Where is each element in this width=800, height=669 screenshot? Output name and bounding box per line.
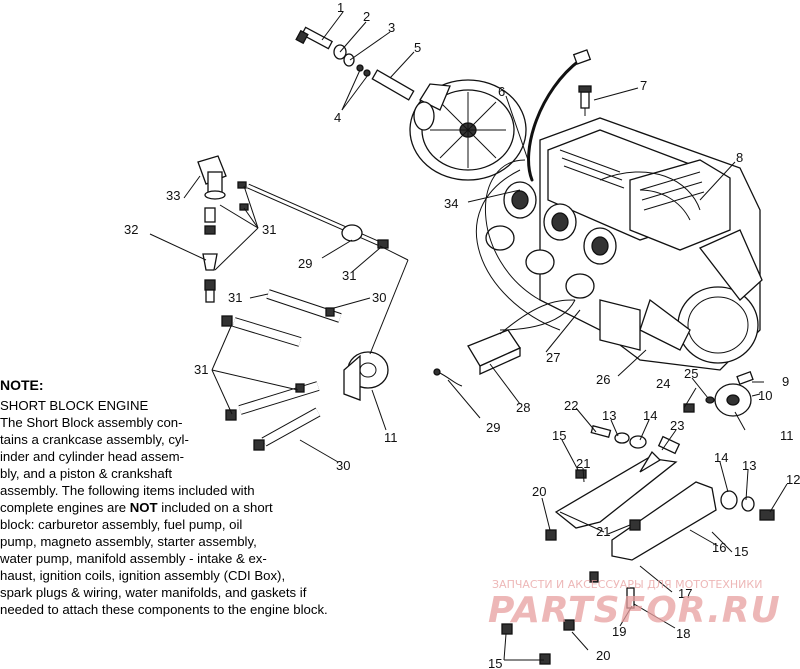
callout-24: 24 (656, 376, 670, 391)
callout-20-top: 20 (532, 484, 546, 499)
watermark-caption: ЗАПЧАСТИ И АКСЕССУАРЫ ДЛЯ МОТОТЕХНИКИ (492, 578, 762, 591)
callout-17: 17 (678, 586, 692, 601)
callout-15-top: 15 (552, 428, 566, 443)
note-line-7-tail: included on a short (158, 500, 273, 515)
engine-mount-brackets (501, 424, 775, 665)
callout-14-left: 14 (643, 408, 657, 423)
callout-20-bottom: 20 (596, 648, 610, 663)
callout-13-right: 13 (742, 458, 756, 473)
callout-14-right: 14 (714, 450, 728, 465)
carburetors (485, 181, 617, 299)
callout-2: 2 (363, 9, 370, 24)
callout-19: 19 (612, 624, 626, 639)
callout-33: 33 (166, 188, 180, 203)
note-line-8: block: carburetor assembly, fuel pump, o… (0, 517, 242, 532)
callout-13-left: 13 (602, 408, 616, 423)
note-line-6: assembly. The following items included w… (0, 483, 255, 498)
callout-31-b: 31 (342, 268, 356, 283)
fuel-pump-and-fittings (197, 155, 249, 303)
callout-28: 28 (516, 400, 530, 415)
callout-4: 4 (334, 110, 341, 125)
callout-31-a: 31 (262, 222, 276, 237)
cdi-box (467, 299, 576, 376)
water-pump-housing (343, 351, 389, 401)
note-line-13: needed to attach these components to the… (0, 602, 328, 617)
callout-9: 9 (782, 374, 789, 389)
callout-21-bottom: 21 (596, 524, 610, 539)
engine-block (539, 117, 763, 371)
hoses-and-wires (476, 49, 701, 331)
callout-30-top: 30 (372, 290, 386, 305)
note-line-7: complete engines are NOT included on a s… (0, 500, 273, 515)
callout-25: 25 (684, 366, 698, 381)
callout-27: 27 (546, 350, 560, 365)
callout-21-top: 21 (576, 456, 590, 471)
callout-3: 3 (388, 20, 395, 35)
spark-plug (578, 85, 592, 116)
callout-18: 18 (676, 626, 690, 641)
callout-22: 22 (564, 398, 578, 413)
callout-34: 34 (444, 196, 458, 211)
note-title: NOTE: (0, 377, 44, 393)
callout-10: 10 (758, 388, 772, 403)
ground-wire (433, 368, 463, 387)
callout-7: 7 (640, 78, 647, 93)
callout-11-right: 11 (780, 428, 794, 443)
water-pump-shaft (246, 183, 389, 249)
callout-32: 32 (124, 222, 138, 237)
callout-12: 12 (786, 472, 800, 487)
note-line-1: SHORT BLOCK ENGINE (0, 398, 148, 413)
callout-6: 6 (498, 84, 505, 99)
note-line-2: The Short Block assembly con- (0, 415, 183, 430)
short-block-note: NOTE: SHORT BLOCK ENGINE The Short Block… (0, 377, 328, 617)
callout-30-bottom: 30 (336, 458, 350, 473)
drive-clutch-bolt-stack (295, 26, 415, 101)
callout-8: 8 (736, 150, 743, 165)
callout-23: 23 (670, 418, 684, 433)
drive-clutch (409, 79, 527, 181)
starter-bracket-right (683, 371, 754, 417)
note-line-5: bly, and a piston & crankshaft (0, 466, 172, 481)
coolant-hoses (221, 289, 342, 451)
callout-15-right: 15 (734, 544, 748, 559)
callout-31-d: 31 (194, 362, 208, 377)
callout-numbers: 1 2 3 4 5 6 7 8 9 10 11 11 12 13 13 14 1… (124, 0, 800, 669)
note-line-12: spark plugs & wiring, water manifolds, a… (0, 585, 307, 600)
callout-11-left: 11 (384, 430, 398, 445)
callout-29-right: 29 (486, 420, 500, 435)
callout-31-c: 31 (228, 290, 242, 305)
note-line-11: haust, ignition coils, ignition assembly… (0, 568, 285, 583)
note-line-4: inder and cylinder head assem- (0, 449, 184, 464)
callout-29-left: 29 (298, 256, 312, 271)
callout-26: 26 (596, 372, 610, 387)
note-line-9: pump, magneto assembly, starter assembly… (0, 534, 257, 549)
note-emphasis: NOT (130, 500, 158, 515)
leader-lines (149, 11, 788, 661)
callout-5: 5 (414, 40, 421, 55)
watermark: ЗАПЧАСТИ И АКСЕССУАРЫ ДЛЯ МОТОТЕХНИКИ PA… (488, 578, 781, 631)
callout-16: 16 (712, 540, 726, 555)
watermark-logo: PARTSFOR.RU (488, 590, 781, 631)
note-line-7-head: complete engines are (0, 500, 130, 515)
callout-15-bottom: 15 (488, 656, 502, 669)
callout-1: 1 (337, 0, 344, 15)
note-line-10: water pump, manifold assembly - intake &… (0, 551, 267, 566)
note-line-3: tains a crankcase assembly, cyl- (0, 432, 189, 447)
